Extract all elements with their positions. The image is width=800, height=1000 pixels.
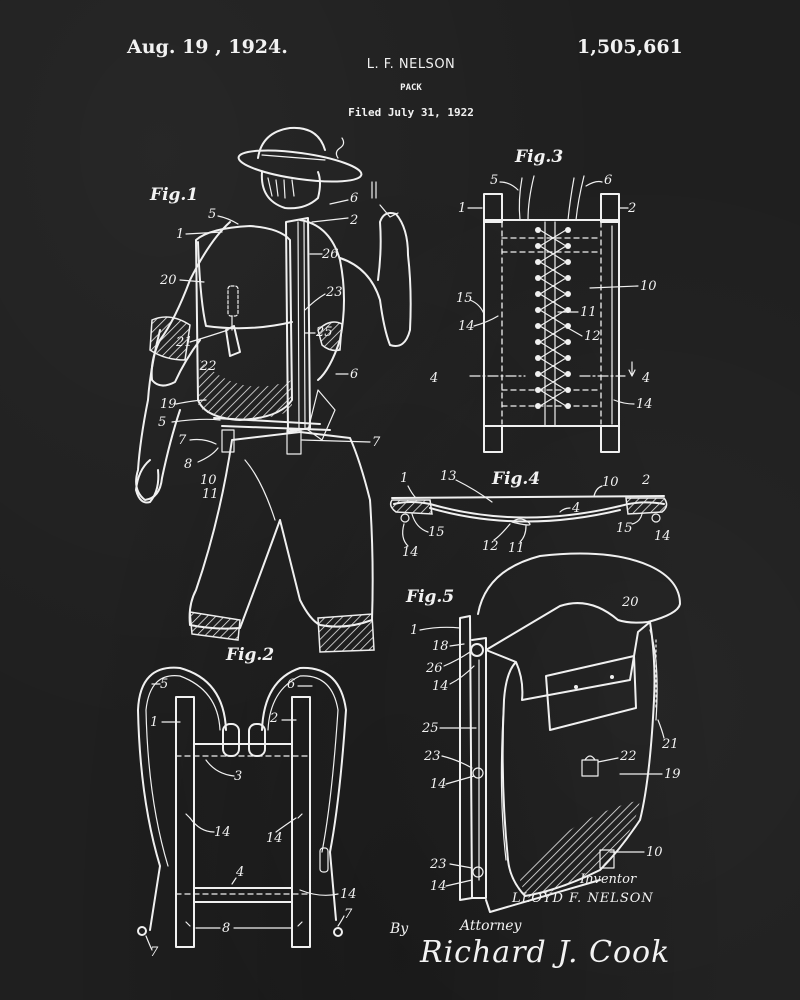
svg-text:19: 19	[160, 397, 177, 412]
svg-text:14: 14	[266, 831, 283, 846]
svg-text:22: 22	[199, 359, 217, 374]
svg-text:15: 15	[428, 525, 445, 540]
svg-text:1: 1	[458, 201, 466, 216]
svg-text:1: 1	[410, 623, 418, 638]
svg-text:6: 6	[287, 677, 295, 692]
filed-date: Filed July 31, 1922	[348, 106, 474, 119]
svg-text:8: 8	[222, 921, 230, 936]
svg-text:20: 20	[159, 273, 177, 288]
svg-text:23: 23	[429, 857, 447, 872]
inventor-label: Inventor	[580, 872, 637, 887]
patent-date: Aug. 19 , 1924.	[127, 36, 288, 58]
svg-text:2: 2	[627, 201, 636, 216]
svg-text:15: 15	[616, 521, 633, 536]
svg-text:23: 23	[325, 285, 343, 300]
svg-text:14: 14	[430, 777, 447, 792]
pack-frame-rail	[221, 217, 311, 455]
svg-text:10: 10	[602, 475, 619, 490]
svg-text:4: 4	[429, 371, 438, 386]
svg-text:10: 10	[640, 279, 657, 294]
svg-text:7: 7	[344, 907, 353, 922]
patent-title: PACK	[400, 83, 422, 93]
trousers	[188, 431, 375, 653]
svg-text:4: 4	[641, 371, 650, 386]
figure-4: Fig.4 1 13 10 2 4 15 15 14 14 12 11	[389, 469, 671, 560]
svg-text:14: 14	[432, 679, 449, 694]
svg-text:1: 1	[150, 715, 158, 730]
svg-text:10: 10	[646, 845, 663, 860]
svg-text:26: 26	[425, 661, 443, 676]
svg-text:12: 12	[584, 329, 601, 344]
svg-text:18: 18	[432, 639, 449, 654]
svg-text:23: 23	[423, 749, 441, 764]
figure-1-label: Fig.1	[149, 185, 198, 205]
svg-text:6: 6	[350, 367, 358, 382]
svg-text:6: 6	[350, 191, 358, 206]
figure-3: Fig.3	[429, 147, 657, 453]
svg-text:6: 6	[604, 173, 612, 188]
svg-text:14: 14	[654, 529, 671, 544]
figure-4-label: Fig.4	[491, 469, 540, 489]
figure-1-callouts: 5 1 6 2 20 26 23 25 21 22 19 5 6 7	[158, 191, 381, 502]
figure-5-label: Fig.5	[405, 587, 454, 607]
svg-text:13: 13	[440, 469, 457, 484]
figure-3-label: Fig.3	[514, 147, 563, 167]
svg-text:15: 15	[456, 291, 473, 306]
svg-text:14: 14	[430, 879, 447, 894]
svg-text:2: 2	[269, 711, 278, 726]
svg-text:4: 4	[571, 501, 580, 516]
patent-number: 1,505,661	[577, 36, 683, 58]
figure-1: Fig.1	[135, 126, 412, 653]
svg-text:25: 25	[421, 721, 439, 736]
svg-text:22: 22	[619, 749, 637, 764]
svg-text:1: 1	[400, 471, 408, 486]
svg-text:12: 12	[482, 539, 499, 554]
svg-text:14: 14	[636, 397, 653, 412]
figure-2: Fig.2 5 6 1 2 3 14 14 4	[137, 645, 357, 960]
svg-text:11: 11	[580, 305, 597, 320]
svg-text:25: 25	[315, 325, 333, 340]
pack-flap	[477, 552, 681, 651]
svg-text:5: 5	[490, 173, 498, 188]
svg-text:7: 7	[178, 433, 187, 448]
figure-2-label: Fig.2	[225, 645, 274, 665]
lacing	[535, 221, 571, 427]
svg-text:21: 21	[661, 737, 679, 752]
svg-text:3: 3	[234, 769, 242, 784]
svg-text:5: 5	[160, 677, 168, 692]
figure-5: Fig.5 20 1 18 26	[405, 552, 681, 913]
inventor-header: L. F. NELSON	[366, 57, 456, 72]
svg-text:4: 4	[235, 865, 244, 880]
svg-text:21: 21	[175, 335, 193, 350]
svg-text:5: 5	[158, 415, 166, 430]
svg-text:14: 14	[458, 319, 475, 334]
hat-icon	[237, 126, 363, 183]
attorney-label: Attorney	[460, 918, 522, 934]
svg-text:26: 26	[321, 247, 339, 262]
svg-text:7: 7	[150, 945, 159, 960]
svg-text:8: 8	[184, 457, 192, 472]
svg-text:5: 5	[208, 207, 216, 222]
svg-text:1: 1	[176, 227, 184, 242]
attorney-signature: Richard J. Cook	[420, 935, 671, 970]
svg-text:19: 19	[664, 767, 681, 782]
inventor-name: LLOYD F. NELSON	[512, 891, 654, 906]
svg-text:14: 14	[402, 545, 419, 560]
svg-text:10: 10	[200, 473, 217, 488]
svg-text:7: 7	[372, 435, 381, 450]
svg-text:2: 2	[349, 213, 358, 228]
svg-text:11: 11	[202, 487, 219, 502]
backpack-bag	[195, 225, 293, 421]
by-label: By	[390, 921, 409, 937]
svg-text:14: 14	[214, 825, 231, 840]
svg-text:20: 20	[621, 595, 639, 610]
svg-text:2: 2	[641, 473, 650, 488]
svg-text:14: 14	[340, 887, 357, 902]
svg-text:11: 11	[508, 541, 525, 556]
